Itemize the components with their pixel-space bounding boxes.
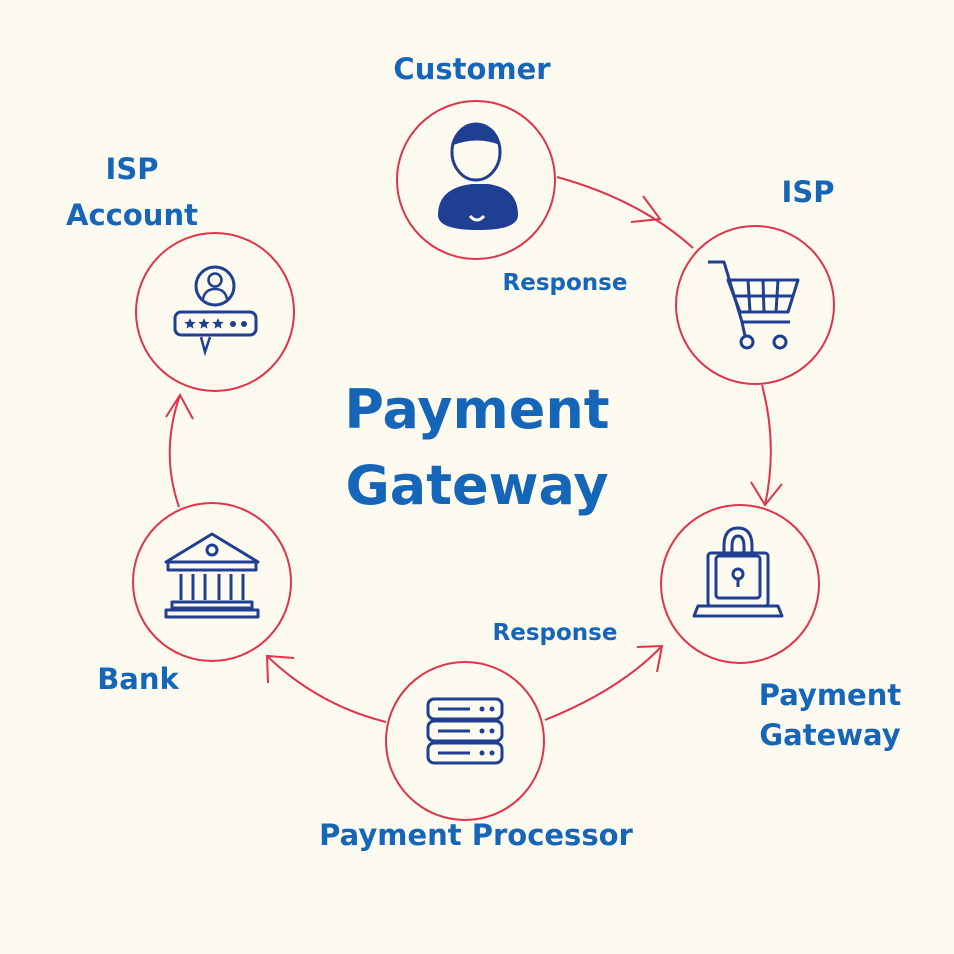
laptop-lock-icon <box>692 526 784 618</box>
payment-processor-node <box>385 661 545 821</box>
isp-label: ISP <box>781 175 835 209</box>
response-label-bottom: Response <box>492 620 618 646</box>
response-label-top: Response <box>502 270 628 296</box>
arrowhead-isp-to-gateway <box>750 481 783 507</box>
isp-account-label-line-2: Account <box>66 198 198 232</box>
payment-gateway-label: Payment Gateway <box>730 675 930 755</box>
isp-account-label-line-1: ISP <box>105 152 159 186</box>
server-icon <box>426 697 504 765</box>
edge-isp-to-gateway <box>761 384 772 506</box>
arrowhead-processor-to-bank <box>265 654 295 684</box>
user-icon <box>438 122 518 230</box>
arrowhead-bank-to-account <box>165 393 194 420</box>
customer-label: Customer <box>393 52 551 86</box>
server-lights <box>479 706 495 756</box>
arrowhead-customer-to-isp <box>630 195 662 223</box>
edge-processor-to-bank <box>266 655 387 723</box>
title-line-1: Payment <box>344 378 610 441</box>
bank-icon <box>164 532 260 619</box>
edge-processor-to-gateway <box>544 645 663 721</box>
payment-gateway-node <box>660 504 820 664</box>
bank-node <box>132 502 292 662</box>
isp-node <box>675 225 835 385</box>
page-title: Payment Gateway <box>0 372 954 524</box>
bank-label: Bank <box>97 662 179 696</box>
arrowhead-processor-to-gateway <box>636 644 664 673</box>
customer-node <box>396 100 556 260</box>
payment-gateway-label-line-2: Gateway <box>759 718 901 752</box>
payment-gateway-label-line-1: Payment <box>758 678 902 712</box>
edge-bank-to-account <box>168 394 181 508</box>
isp-account-node <box>135 232 295 392</box>
payment-processor-label: Payment Processor <box>319 818 633 852</box>
isp-account-label: ISP Account <box>52 146 212 238</box>
edge-customer-to-isp <box>556 176 694 249</box>
user-password-icon <box>173 265 258 357</box>
shopping-cart-icon <box>708 260 800 350</box>
title-line-2: Gateway <box>345 454 609 517</box>
